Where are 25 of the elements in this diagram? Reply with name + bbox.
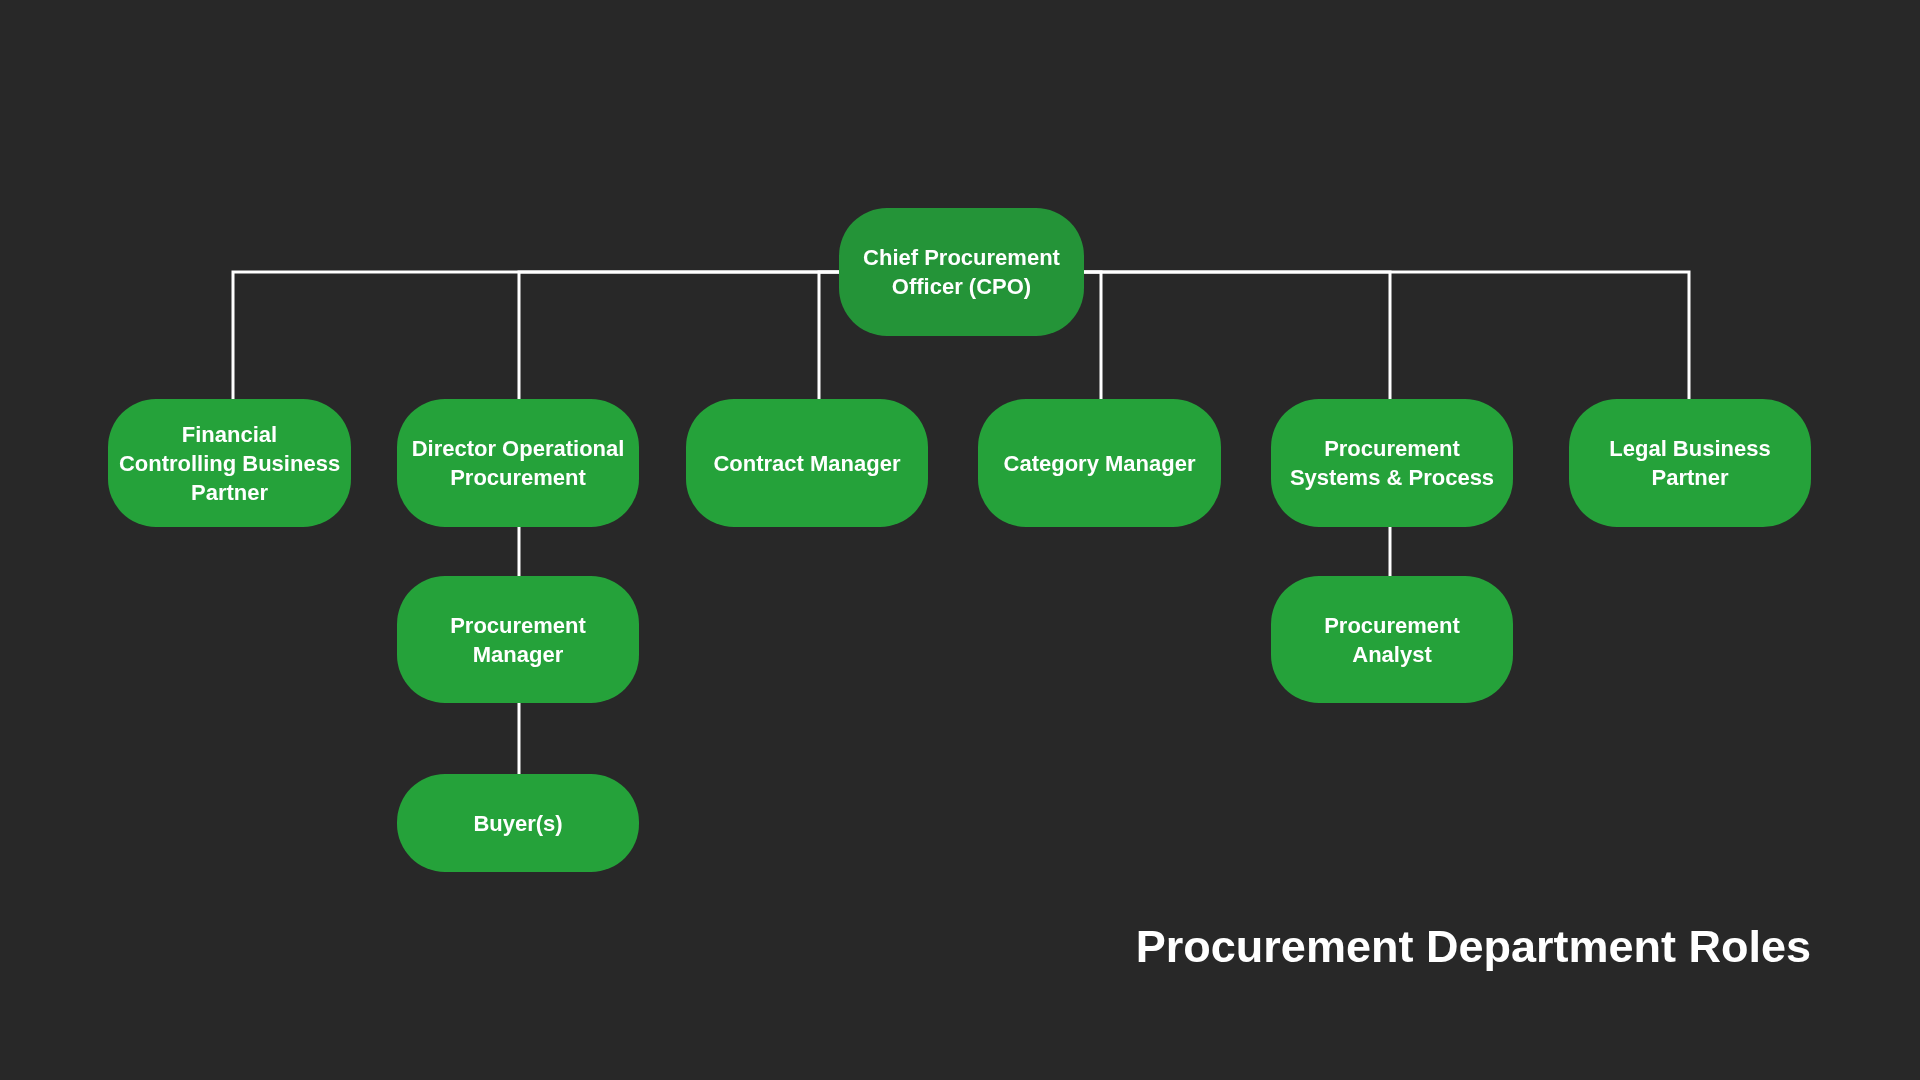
role-title: Financial Controlling Business Partner — [118, 420, 341, 507]
connector-line — [517, 527, 521, 576]
connector-line — [817, 270, 839, 399]
diagram-title: Procurement Department Roles — [1135, 920, 1811, 974]
role-box — [397, 576, 639, 703]
role-box — [1569, 399, 1811, 527]
role-title: Legal Business Partner — [1609, 435, 1771, 492]
role-title: Procurement Manager — [450, 611, 586, 669]
role-box — [839, 208, 1084, 336]
role-box — [1271, 576, 1513, 703]
role-box — [978, 399, 1221, 527]
role-box — [397, 399, 639, 527]
role-title: Category Manager — [1003, 449, 1196, 478]
role-title: Contract Manager — [713, 449, 901, 478]
role-title: Chief Procurement Officer (CPO) — [863, 244, 1060, 301]
connector-line — [517, 703, 521, 774]
role-title: Procurement Systems & Process — [1289, 435, 1495, 492]
role-box — [686, 399, 928, 527]
role-title: Buyer(s) — [473, 809, 563, 838]
connector-line — [1388, 527, 1392, 576]
role-title: Procurement Analyst — [1324, 611, 1460, 669]
role-box — [1271, 399, 1513, 527]
role-title: Director Operational Procurement — [411, 435, 625, 492]
role-box — [108, 399, 351, 527]
connector-line — [1084, 270, 1691, 399]
